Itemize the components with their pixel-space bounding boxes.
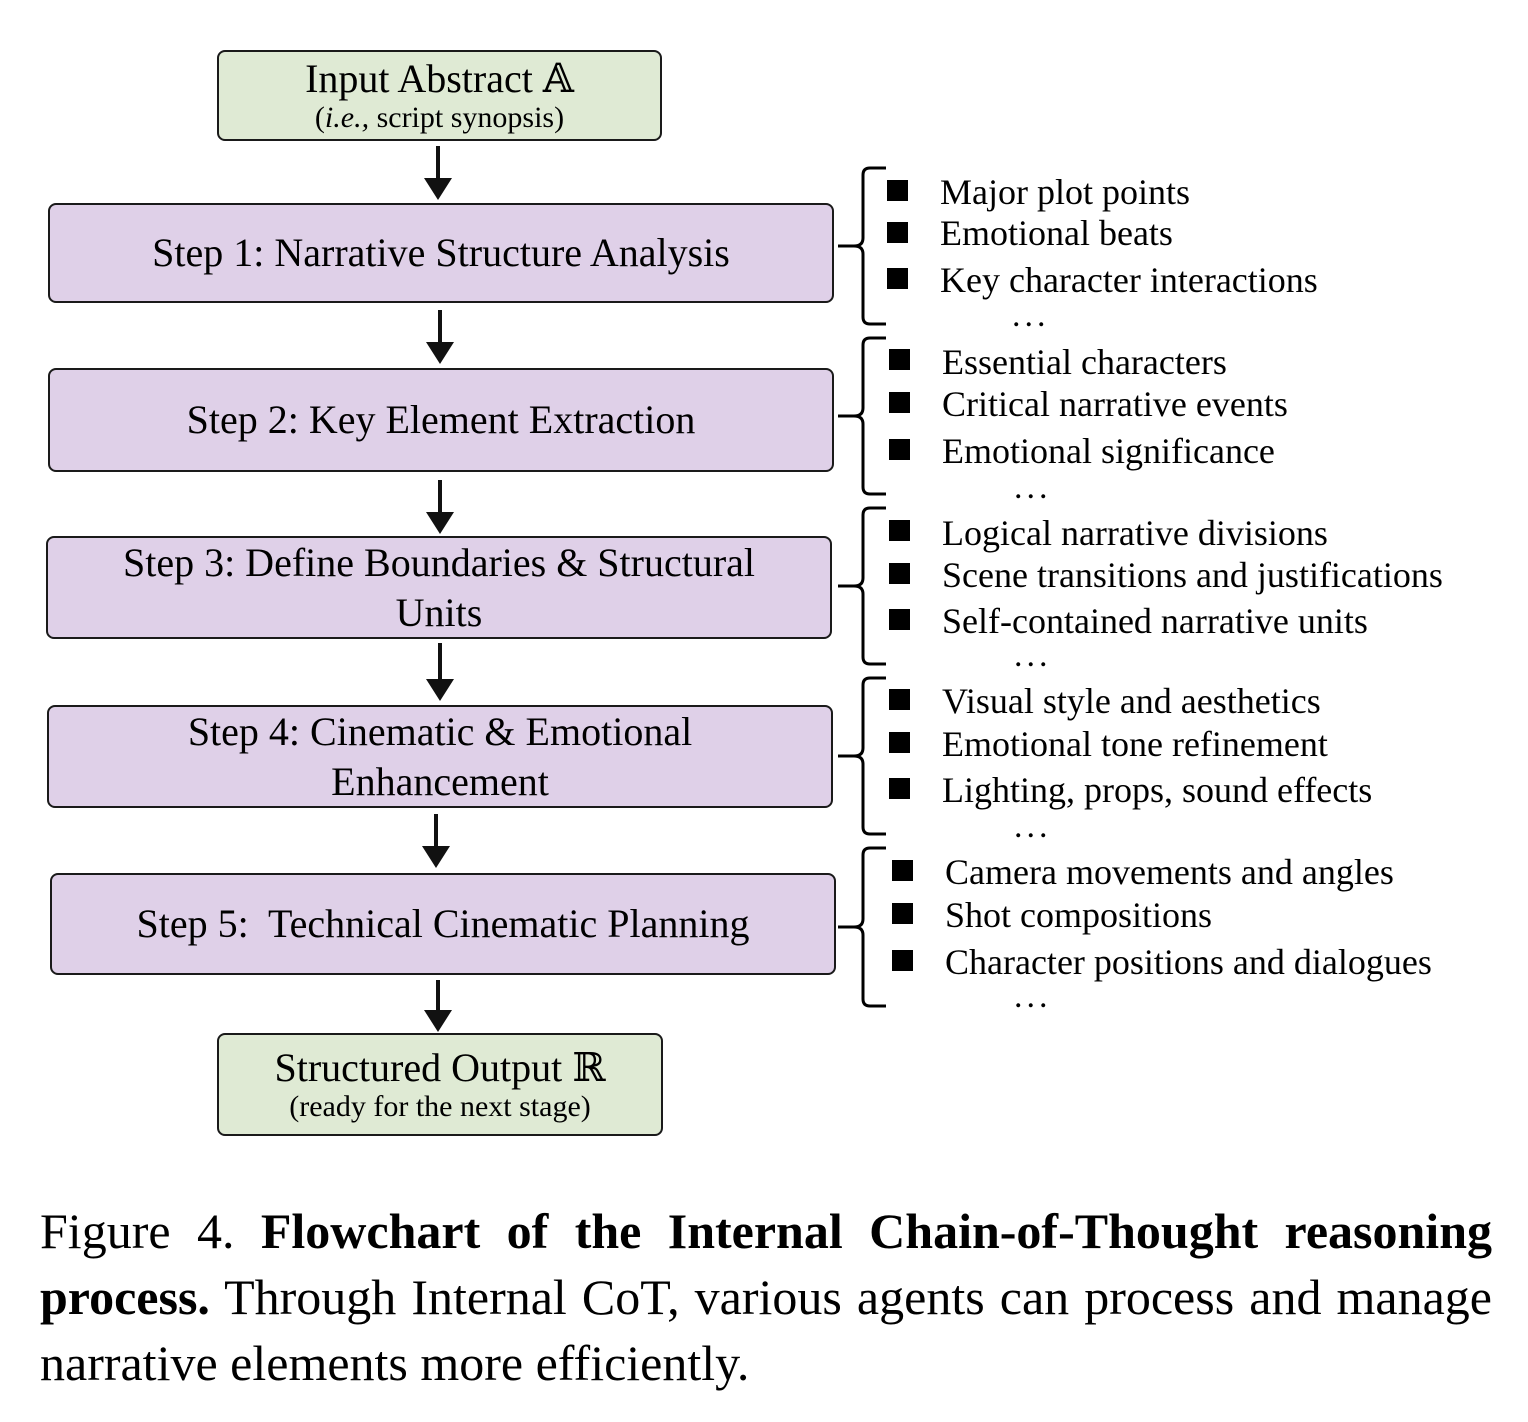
step-2-item: Essential characters xyxy=(942,342,1227,382)
step-2-item: Critical narrative events xyxy=(942,384,1288,424)
brace-step-5 xyxy=(838,846,886,1008)
step-1-label: Step 1: Narrative Structure Analysis xyxy=(152,230,730,275)
bullet-square-icon xyxy=(892,903,913,924)
figure-caption: Figure 4. Flowchart of the Internal Chai… xyxy=(40,1198,1492,1396)
step-3-item: Scene transitions and justifications xyxy=(942,555,1443,595)
bullet-square-icon xyxy=(892,950,913,971)
arrow-step-3-to-step-4 xyxy=(420,643,460,701)
step-1-item: Key character interactions xyxy=(940,260,1318,300)
step-2-box: Step 2: Key Element Extraction xyxy=(48,368,834,472)
bullet-square-icon xyxy=(892,860,913,881)
step-4-box: Step 4: Cinematic & Emotional Enhancemen… xyxy=(47,705,833,808)
caption-prefix: Figure 4. xyxy=(40,1203,261,1259)
input-abstract-title: Input Abstract 𝔸 xyxy=(305,55,574,101)
step-4-item: Emotional tone refinement xyxy=(942,724,1328,764)
arrow-step-5-to-output xyxy=(418,980,458,1032)
step-3-box: Step 3: Define Boundaries & Structural U… xyxy=(46,536,832,639)
step-2-ellipsis: ... xyxy=(1014,469,1052,506)
arrow-step-2-to-step-3 xyxy=(420,480,460,534)
step-4-item: Lighting, props, sound effects xyxy=(942,770,1373,810)
structured-output-box: Structured Output ℝ (ready for the next … xyxy=(217,1033,663,1136)
step-3-item: Self-contained narrative units xyxy=(942,601,1368,641)
brace-step-2 xyxy=(838,336,886,496)
step-5-ellipsis: ... xyxy=(1014,978,1052,1015)
step-5-item: Character positions and dialogues xyxy=(945,942,1432,982)
step-2-label: Step 2: Key Element Extraction xyxy=(186,397,696,442)
bullet-square-icon xyxy=(889,689,910,710)
bullet-square-icon xyxy=(889,349,910,370)
arrow-input-to-step-1 xyxy=(418,146,458,200)
step-1-item: Major plot points xyxy=(940,172,1190,212)
bullet-square-icon xyxy=(889,520,910,541)
brace-step-1 xyxy=(838,166,886,326)
step-5-item: Shot compositions xyxy=(945,895,1213,935)
step-3-item: Logical narrative divisions xyxy=(942,513,1328,553)
step-3-label: Step 3: Define Boundaries & Structural U… xyxy=(122,539,766,635)
bullet-square-icon xyxy=(889,778,910,799)
input-abstract-box: Input Abstract 𝔸 (i.e., script synopsis) xyxy=(217,50,662,141)
caption-title: Flowchart of the Internal Chain-of-Thoug… xyxy=(40,1203,1493,1325)
bullet-square-icon xyxy=(889,439,910,460)
step-4-item: Visual style and aesthetics xyxy=(942,681,1321,721)
bullet-square-icon xyxy=(887,222,908,243)
step-4-label: Step 4: Cinematic & Emotional Enhancemen… xyxy=(187,708,703,804)
arrow-step-4-to-step-5 xyxy=(416,814,456,868)
bullet-square-icon xyxy=(887,180,908,201)
step-1-box: Step 1: Narrative Structure Analysis xyxy=(48,203,834,303)
input-abstract-subtitle: (i.e., script synopsis) xyxy=(314,100,565,134)
caption-body: Through Internal CoT, various agents can… xyxy=(40,1269,1492,1391)
step-1-item: Emotional beats xyxy=(940,213,1173,253)
brace-step-4 xyxy=(838,676,886,836)
structured-output-subtitle: (ready for the next stage) xyxy=(289,1089,591,1123)
step-2-item: Emotional significance xyxy=(942,431,1275,471)
step-3-ellipsis: ... xyxy=(1014,637,1052,674)
bullet-square-icon xyxy=(889,563,910,584)
step-4-ellipsis: ... xyxy=(1014,808,1052,845)
bullet-square-icon xyxy=(887,268,908,289)
step-5-label: Step 5: Technical Cinematic Planning xyxy=(136,901,750,946)
step-1-ellipsis: ... xyxy=(1012,297,1050,334)
structured-output-title: Structured Output ℝ xyxy=(274,1044,606,1090)
step-5-box: Step 5: Technical Cinematic Planning xyxy=(50,873,836,975)
arrow-step-1-to-step-2 xyxy=(420,310,460,364)
bullet-square-icon xyxy=(889,732,910,753)
brace-step-3 xyxy=(838,506,886,666)
bullet-square-icon xyxy=(889,609,910,630)
bullet-square-icon xyxy=(889,392,910,413)
step-5-item: Camera movements and angles xyxy=(945,852,1394,892)
